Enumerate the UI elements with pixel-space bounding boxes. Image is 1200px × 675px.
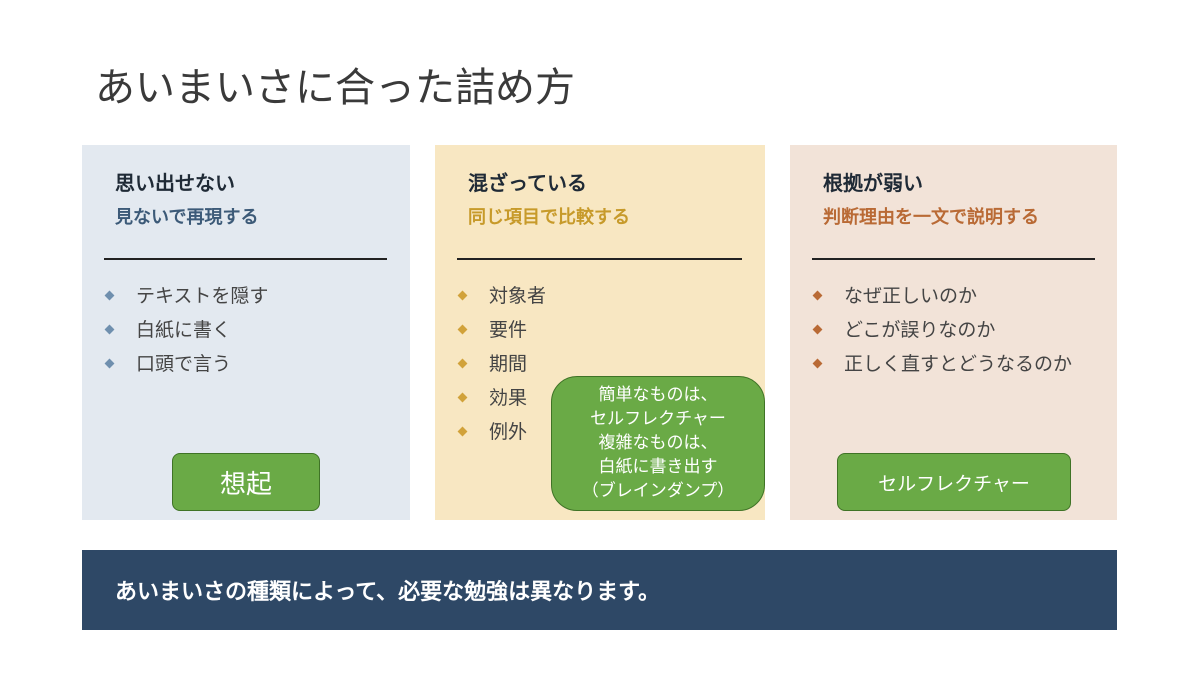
card-subheading: 判断理由を一文で説明する [823,207,1039,228]
card-item-list: テキストを隠す 白紙に書く 口頭で言う [104,279,268,381]
list-item-label: 要件 [489,319,528,341]
list-item-label: 白紙に書く [136,319,232,341]
diamond-bullet-icon [812,358,823,369]
card-weak-reasoning: 根拠が弱い 判断理由を一文で説明する なぜ正しいのか どこが誤りなのか 正しく直… [790,145,1117,520]
self-lecture-button[interactable]: セルフレクチャー [837,453,1071,511]
list-item: 例外 [457,415,546,449]
diamond-bullet-icon [457,290,468,301]
list-item-label: 例外 [489,421,528,443]
list-item-label: 対象者 [489,285,547,307]
footer-banner: あいまいさの種類によって、必要な勉強は異なります。 [82,550,1117,630]
list-item-label: 正しく直すとどうなるのか [844,353,1073,375]
card-subheading: 見ないで再現する [115,207,259,228]
list-item-label: 効果 [489,387,528,409]
diamond-bullet-icon [457,324,468,335]
diamond-bullet-icon [104,324,115,335]
card-cannot-recall: 思い出せない 見ないで再現する テキストを隠す 白紙に書く 口頭で言う 想起 [82,145,410,520]
study-method-callout[interactable]: 簡単なものは、 セルフレクチャー 複雑なものは、 白紙に書き出す （ブレインダン… [551,376,765,511]
callout-line: （ブレインダンプ） [581,481,735,501]
list-item-label: なぜ正しいのか [844,285,978,307]
list-item: テキストを隠す [104,279,268,313]
diamond-bullet-icon [457,426,468,437]
list-item-label: どこが誤りなのか [844,319,996,341]
callout-line: 白紙に書き出す [598,457,718,477]
list-item: 対象者 [457,279,546,313]
diamond-bullet-icon [812,290,823,301]
list-item-label: 口頭で言う [136,353,232,375]
list-item-label: テキストを隠す [136,285,269,307]
footer-text: あいまいさの種類によって、必要な勉強は異なります。 [115,580,660,605]
card-divider [104,258,387,260]
callout-line: 複雑なものは、 [598,433,718,453]
card-item-list: なぜ正しいのか どこが誤りなのか 正しく直すとどうなるのか [812,279,1072,381]
list-item: 口頭で言う [104,347,268,381]
callout-line: セルフレクチャー [590,409,726,429]
card-heading: 思い出せない [115,171,235,195]
list-item-label: 期間 [489,353,528,375]
list-item: 効果 [457,381,546,415]
list-item: 正しく直すとどうなるのか [812,347,1072,381]
list-item: 白紙に書く [104,313,268,347]
diamond-bullet-icon [104,358,115,369]
card-item-list: 対象者 要件 期間 効果 例外 [457,279,546,449]
list-item: 期間 [457,347,546,381]
diamond-bullet-icon [104,290,115,301]
diamond-bullet-icon [457,392,468,403]
card-heading: 根拠が弱い [823,171,923,195]
list-item: なぜ正しいのか [812,279,1072,313]
slide-title: あいまいさに合った詰め方 [95,65,575,111]
list-item: 要件 [457,313,546,347]
list-item: どこが誤りなのか [812,313,1072,347]
card-heading: 混ざっている [468,171,587,195]
card-divider [457,258,742,260]
diamond-bullet-icon [457,358,468,369]
recall-button[interactable]: 想起 [172,453,320,511]
card-subheading: 同じ項目で比較する [468,207,630,228]
callout-line: 簡単なものは、 [598,385,718,405]
card-divider [812,258,1095,260]
diamond-bullet-icon [812,324,823,335]
